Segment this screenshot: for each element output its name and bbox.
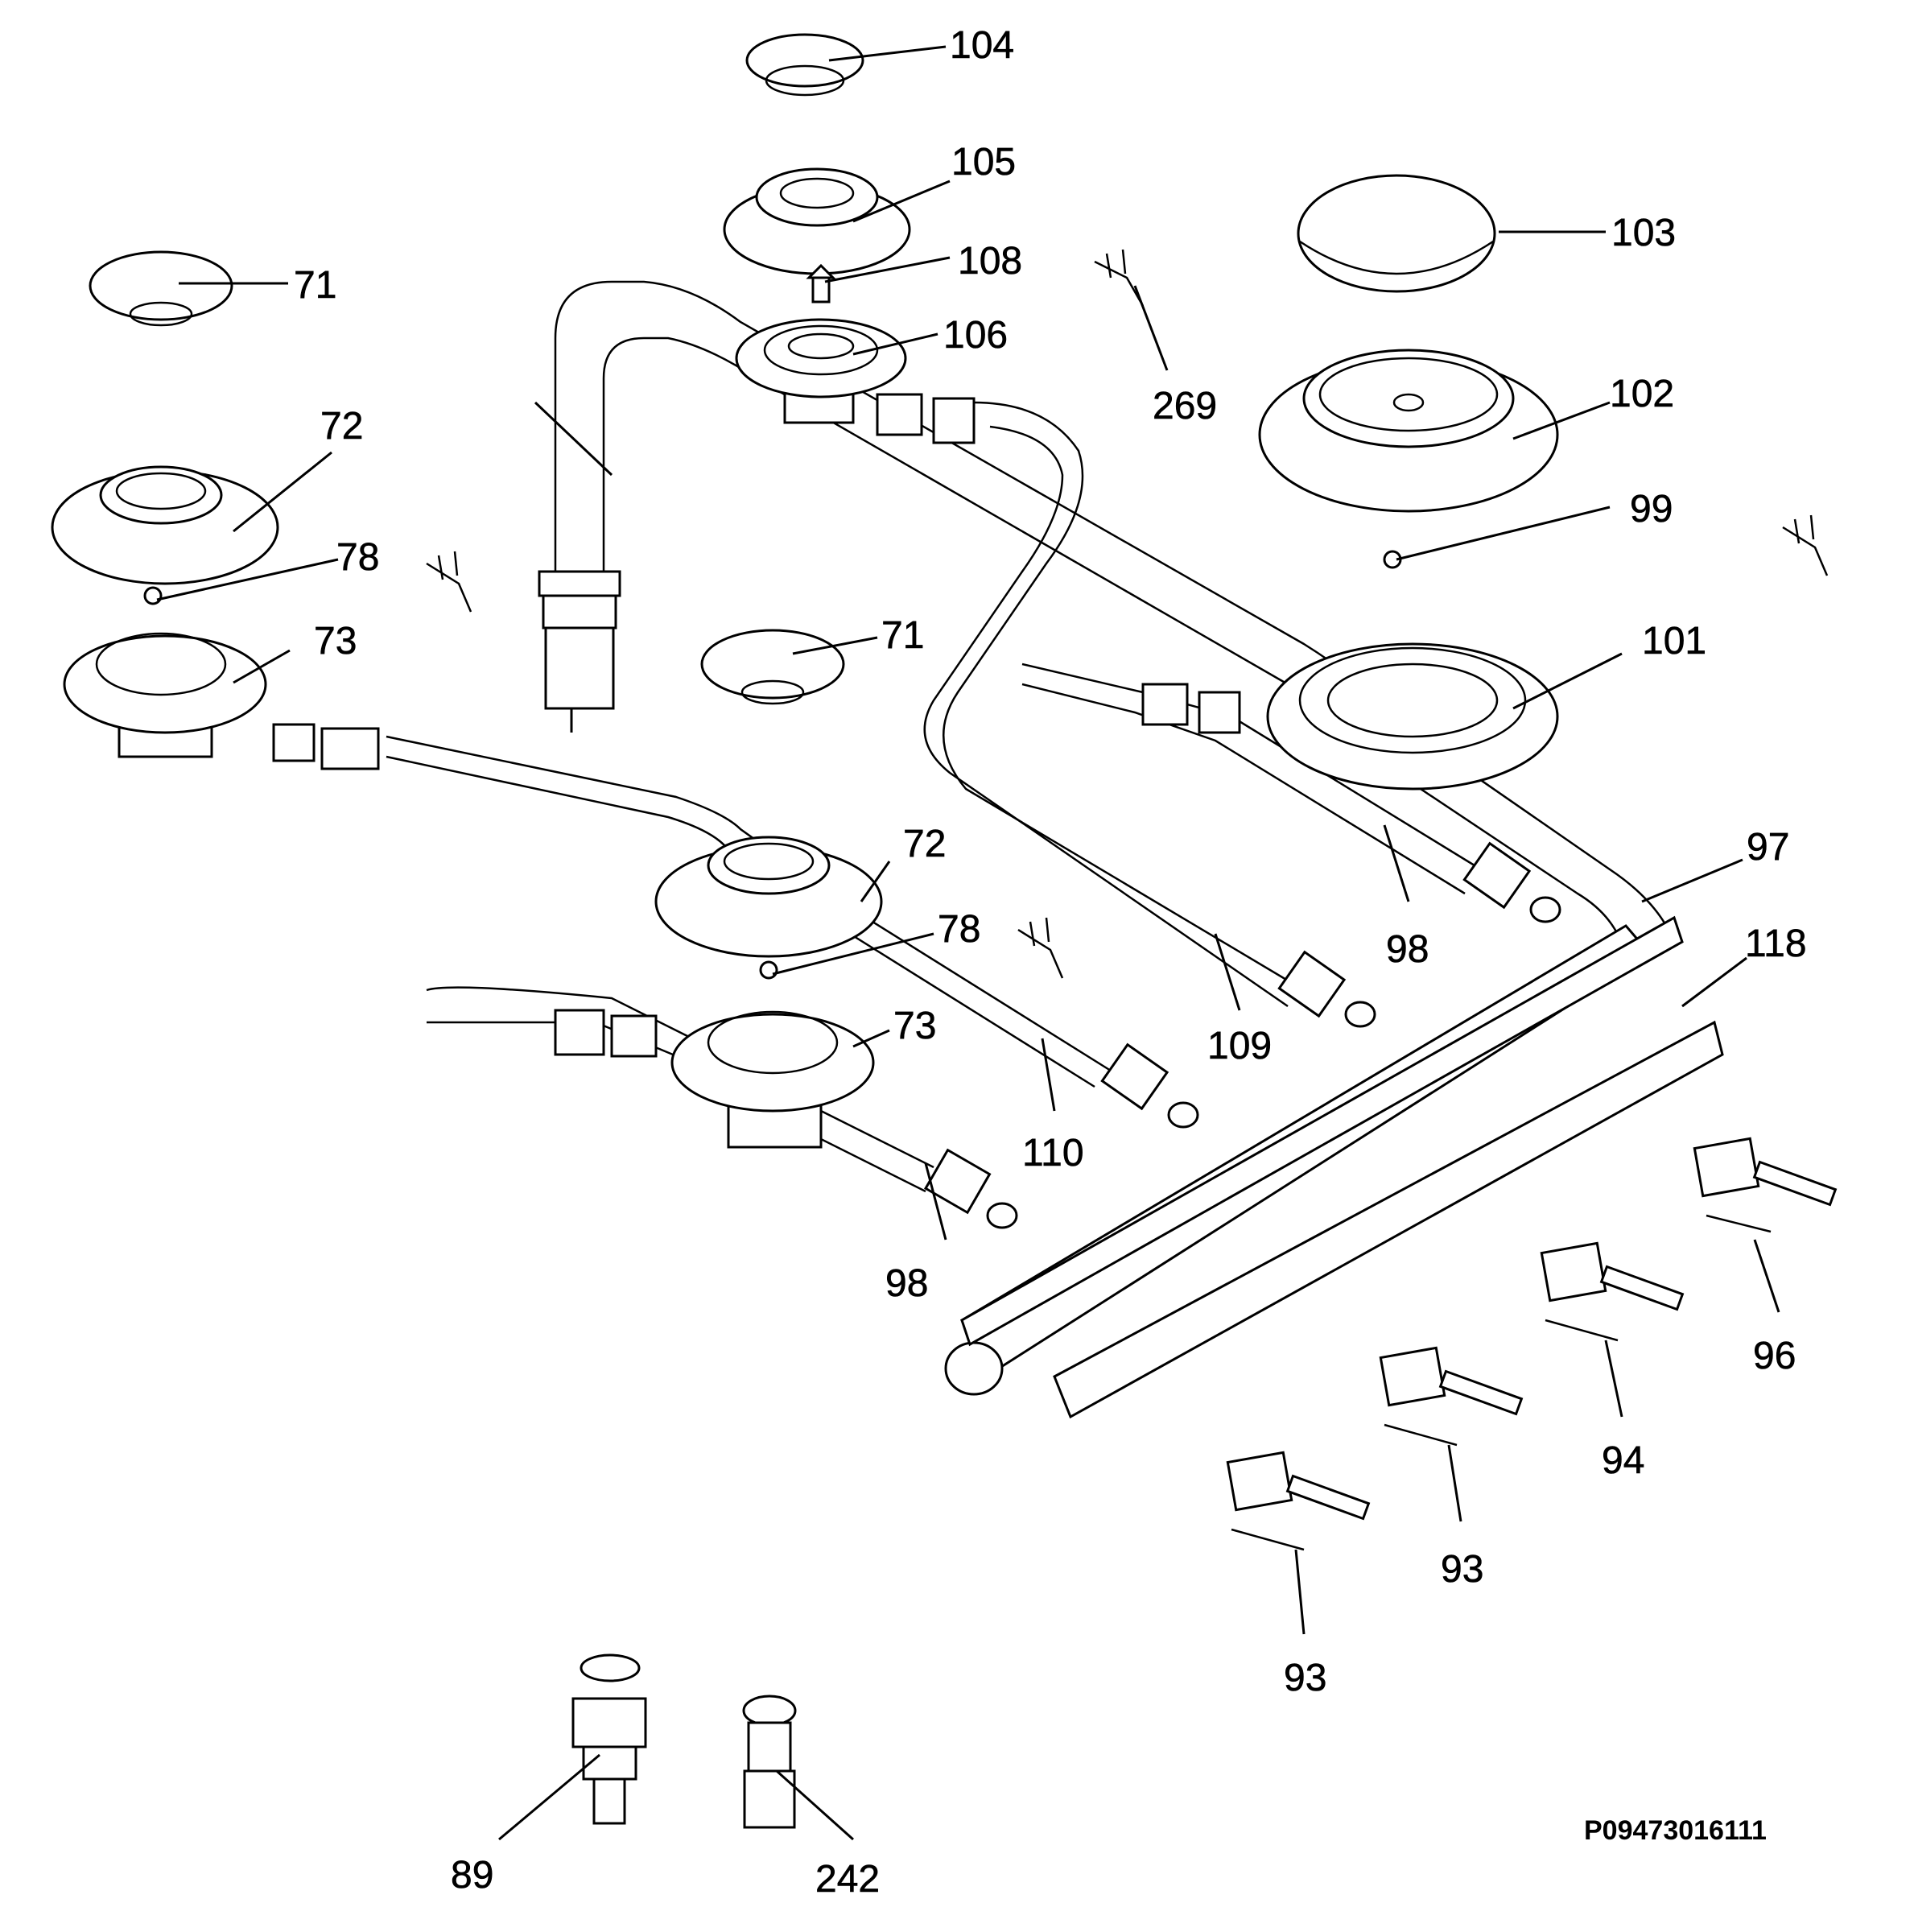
burner-crown-72-center (654, 836, 883, 958)
fitting-242 (742, 1695, 797, 1829)
callout-109: 109 (1207, 1025, 1272, 1067)
fitting-89 (571, 1653, 647, 1825)
callout-73-left: 73 (314, 620, 357, 663)
callout-96: 96 (1753, 1335, 1796, 1377)
callout-101: 101 (1642, 620, 1706, 663)
burner-cap-103 (1297, 174, 1496, 293)
burner-crown-72-left (51, 465, 279, 585)
callout-269: 269 (1153, 385, 1217, 427)
leader-lines (156, 45, 1780, 1841)
burner-crown-102 (1258, 349, 1559, 513)
callout-72-left: 72 (320, 405, 363, 448)
callout-105: 105 (951, 141, 1016, 184)
injector-108 (806, 263, 836, 303)
gas-pipe-110 (272, 723, 1199, 1129)
gas-valve-93-lower (1226, 1451, 1371, 1551)
burner-crown-105 (723, 167, 911, 275)
burner-base-101 (1266, 642, 1559, 791)
callout-108: 108 (958, 240, 1022, 283)
grip-symbol-left (426, 551, 472, 613)
burner-cap-71-left (89, 250, 233, 327)
grip-symbol-right (1782, 514, 1829, 576)
grip-symbol-269 (1094, 249, 1145, 307)
bracket-118 (960, 915, 1724, 1419)
callout-99: 99 (1630, 488, 1673, 530)
gas-valve-96 (1693, 1137, 1838, 1233)
burner-base-73-left (63, 632, 267, 758)
callout-93-lower: 93 (1284, 1657, 1326, 1699)
callout-78-left: 78 (336, 536, 379, 579)
burner-cap-104 (745, 33, 864, 97)
gas-pipe-98-right (1021, 663, 1561, 923)
callout-71-center: 71 (881, 614, 924, 657)
screw-78-center (759, 960, 778, 980)
callout-118: 118 (1745, 923, 1807, 965)
callout-93-upper: 93 (1441, 1548, 1483, 1591)
callout-97: 97 (1747, 826, 1789, 869)
grip-symbol-center (1017, 917, 1064, 979)
screw-78-left (143, 586, 163, 605)
diagram-code: P09473016111 (1584, 1815, 1767, 1846)
gas-pipe-98-left (426, 986, 1018, 1229)
callout-89: 89 (451, 1854, 493, 1897)
callout-242: 242 (815, 1858, 880, 1901)
callout-102: 102 (1610, 373, 1674, 415)
callout-73-center: 73 (893, 1005, 936, 1047)
callout-110: 110 (1022, 1132, 1084, 1174)
callout-106: 106 (943, 314, 1008, 357)
callout-94: 94 (1602, 1439, 1644, 1482)
callout-103: 103 (1611, 212, 1676, 254)
gas-valve-94 (1540, 1241, 1685, 1342)
callout-72-center: 72 (903, 823, 946, 865)
gas-pipe-109 (876, 393, 1376, 1028)
burner-cap-71-center (700, 629, 845, 705)
gas-valve-93-upper (1379, 1346, 1524, 1447)
callout-78-center: 78 (938, 908, 980, 951)
burner-base-73-center (670, 1010, 875, 1149)
callout-104: 104 (950, 24, 1014, 67)
callout-71-left: 71 (294, 264, 336, 307)
callout-98-right: 98 (1386, 928, 1429, 971)
gas-pipe-main (534, 280, 1676, 959)
callout-98-left: 98 (885, 1262, 928, 1305)
burner-base-106 (735, 318, 907, 424)
